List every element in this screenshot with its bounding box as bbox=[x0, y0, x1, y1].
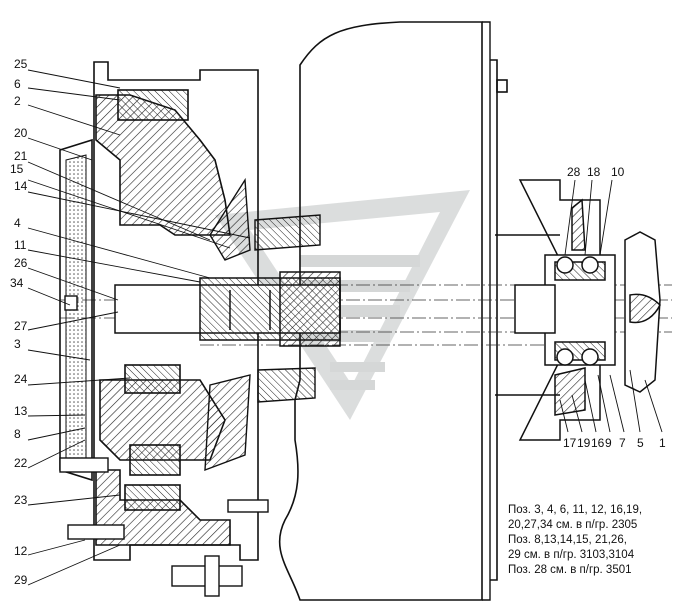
bolts bbox=[59, 295, 269, 597]
leader-lines bbox=[27, 69, 663, 586]
callout-18: 18 bbox=[587, 165, 601, 179]
gearbox-cover bbox=[59, 61, 259, 561]
callout-7: 7 bbox=[619, 436, 626, 450]
input-shaft bbox=[114, 271, 341, 347]
callout-16: 16 bbox=[591, 436, 605, 450]
callout-10: 10 bbox=[611, 165, 625, 179]
reference-notes: Поз. 3, 4, 6, 11, 12, 16,19, 20,27,34 см… bbox=[508, 503, 683, 578]
note-line-4: 29 см. в п/гр. 3103,3104 bbox=[508, 549, 635, 561]
clutch-housing bbox=[278, 21, 560, 601]
callout-21: 21 bbox=[14, 149, 28, 163]
callout-6: 6 bbox=[14, 77, 21, 91]
callout-22: 22 bbox=[14, 456, 28, 470]
tapered-bearings bbox=[204, 177, 321, 472]
callout-19: 19 bbox=[577, 436, 591, 450]
callout-28: 28 bbox=[567, 165, 581, 179]
callout-14: 14 bbox=[14, 179, 28, 193]
note-line-5: Поз. 28 см. в п/гр. 3501 bbox=[508, 564, 632, 576]
callout-17: 17 bbox=[563, 436, 577, 450]
callout-12: 12 bbox=[14, 544, 28, 558]
note-line-3: Поз. 8,13,14,15, 21,26, bbox=[508, 534, 627, 546]
callout-20: 20 bbox=[14, 126, 28, 140]
callout-29: 29 bbox=[14, 573, 28, 587]
callout-24: 24 bbox=[14, 372, 28, 386]
callout-23: 23 bbox=[14, 493, 28, 507]
callout-2: 2 bbox=[14, 94, 21, 108]
callout-27: 27 bbox=[14, 319, 28, 333]
callout-1: 1 bbox=[659, 436, 666, 450]
note-line-1: Поз. 3, 4, 6, 11, 12, 16,19, bbox=[508, 504, 643, 516]
callout-15: 15 bbox=[10, 162, 24, 176]
callout-4: 4 bbox=[14, 216, 21, 230]
callout-26: 26 bbox=[14, 256, 28, 270]
callout-11: 11 bbox=[14, 238, 27, 252]
callout-5: 5 bbox=[637, 436, 644, 450]
callout-8: 8 bbox=[14, 427, 21, 441]
callout-9: 9 bbox=[605, 436, 612, 450]
note-line-2: 20,27,34 см. в п/гр. 2305 bbox=[508, 519, 638, 531]
callout-34: 34 bbox=[10, 276, 24, 290]
callout-25: 25 bbox=[14, 57, 28, 71]
release-bearing-assembly bbox=[514, 179, 661, 441]
callout-13: 13 bbox=[14, 404, 28, 418]
callout-3: 3 bbox=[14, 337, 21, 351]
